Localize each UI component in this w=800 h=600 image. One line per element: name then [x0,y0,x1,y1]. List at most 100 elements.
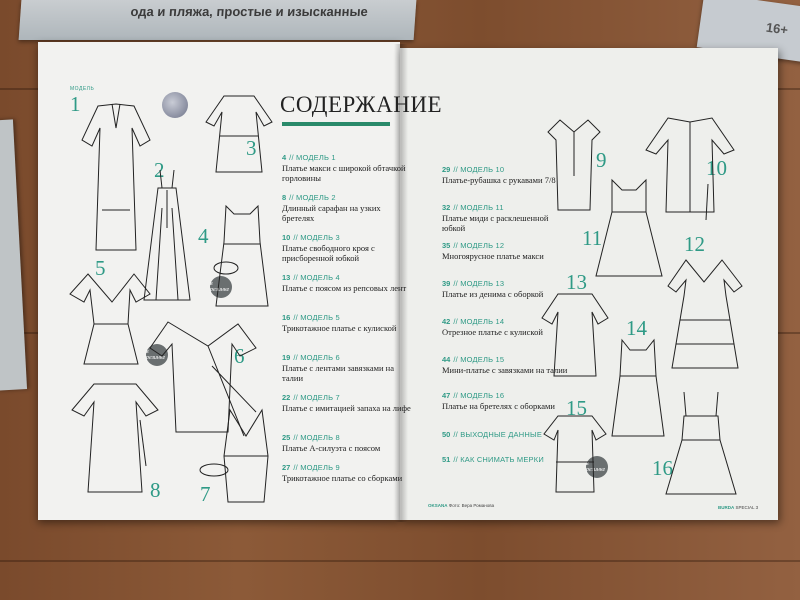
model-tag: МОДЕЛЬ [70,86,95,92]
toc-model-label: // МОДЕЛЬ 5 [293,313,340,322]
dress-sketch-model-16 [665,391,737,495]
toc-page-number: 51 [442,455,451,464]
toc-entry[interactable]: 44// МОДЕЛЬ 15 Мини-платье с завязками н… [442,355,572,375]
model-number: 1 [70,92,81,116]
toc-model-label: // МОДЕЛЬ 2 [289,193,336,202]
footer-brand: BURDA [718,505,735,510]
toc-page-number: 16 [282,313,291,322]
dress-sketch-model-6 [149,321,257,437]
footer-brand: OKSANA [428,503,448,508]
color-swatch-circle [162,92,188,118]
model-number: 16 [652,456,673,480]
toc-page-number: 42 [442,317,451,326]
dress-sketch-model-7 [199,408,269,503]
model-number: 4 [198,224,209,248]
toc-page-number: 39 [442,279,451,288]
toc-model-label: // МОДЕЛЬ 12 [453,241,505,250]
model-number: 10 [706,156,727,180]
toc-page-number: 32 [442,203,451,212]
toc-description: Платье с лентами завязками на талии [282,363,394,383]
dress-sketch-model-14 [611,338,665,437]
toc-description: Трикотажное платье со сборками [282,473,403,483]
toc-description: Платье-рубашка с рукавами 7/8 [442,175,556,185]
toc-entry[interactable]: 16// МОДЕЛЬ 5 Трикотажное платье с кулис… [282,313,412,333]
toc-entry[interactable]: 10// МОДЕЛЬ 3 Платье свободного кроя с п… [282,233,412,263]
model-number: 9 [596,148,607,172]
dress-sketch-model-12 [667,259,743,369]
dress-sketch-model-4 [213,204,269,307]
toc-entry[interactable]: 22// МОДЕЛЬ 7 Платье с имитацией запаха … [282,393,412,413]
toc-model-label: // МОДЕЛЬ 16 [453,391,505,400]
toc-entry[interactable]: 47// МОДЕЛЬ 16 Платье на бретелях с обор… [442,391,572,411]
toc-description: Платье с имитацией запаха на лифе [282,403,411,413]
toc-entry[interactable]: 25// МОДЕЛЬ 8 Платье А-силуэта с поясом [282,433,412,453]
toc-entry[interactable]: 51// КАК СНИМАТЬ МЕРКИ [442,455,572,464]
model-number: 14 [626,316,647,340]
toc-model-label: // МОДЕЛЬ 13 [453,279,505,288]
model-number: 3 [246,136,257,160]
toc-page-number: 47 [442,391,451,400]
model-number: 13 [566,270,587,294]
toc-entry[interactable]: 35// МОДЕЛЬ 12 Многоярусное платье макси [442,241,572,261]
toc-description: Платье из денима с оборкой [442,289,544,299]
model-number: 8 [150,478,161,502]
toc-model-label: // МОДЕЛЬ 1 [289,153,336,162]
toc-model-label: // МОДЕЛЬ 10 [453,165,505,174]
toc-page-number: 4 [282,153,287,162]
background-magazine-top: ода и пляжа, простые и изысканные [18,0,417,40]
toc-model-label: // МОДЕЛЬ 4 [293,273,340,282]
model-number: 6 [234,344,245,368]
toc-model-label: // МОДЕЛЬ 7 [293,393,340,402]
magazine-spine [394,44,408,522]
age-rating-label: 16+ [765,19,790,38]
background-magazine-left [0,119,28,391]
magazine-cover-text: ода и пляжа, простые и изысканные [130,4,369,19]
dress-sketch-model-15 [543,415,607,493]
toc-entry[interactable]: 4// МОДЕЛЬ 1 Платье макси с широкой обта… [282,153,412,183]
toc-description: Длинный сарафан на узких бретелях [282,203,381,223]
toc-description: Платье А-силуэта с поясом [282,443,381,453]
footer-credits: Фото: Вера Романова [448,503,495,508]
right-page [400,48,778,520]
dress-sketch-model-9 [547,119,601,211]
toc-page-number: 13 [282,273,291,282]
left-footer: OKSANA Фото: Вера Романова [428,503,494,508]
footer-page-number: 3 [755,505,759,510]
toc-description: Многоярусное платье макси [442,251,544,261]
toc-description: Платье на бретелях с оборками [442,401,555,411]
dress-sketch-model-2 [143,169,191,301]
toc-description: Мини-платье с завязками на талии [442,365,568,375]
toc-entry[interactable]: 19// МОДЕЛЬ 6 Платье с лентами завязками… [282,353,412,383]
toc-description: Трикотажное платье с кулиской [282,323,397,333]
model-number: 11 [582,226,603,250]
toc-entry[interactable]: 42// МОДЕЛЬ 14 Отрезное платье с кулиско… [442,317,572,337]
dress-sketch-model-1 [81,103,151,251]
right-footer: BURDA SPECIAL 3 [718,505,758,510]
toc-description: Отрезное платье с кулиской [442,327,543,337]
toc-entry[interactable]: 13// МОДЕЛЬ 4 Платье с поясом из репсовы… [282,273,412,293]
title-underline [282,122,390,126]
toc-entry[interactable]: 32// МОДЕЛЬ 11 Платье миди с расклешенно… [442,203,572,233]
page-title: СОДЕРЖАНИЕ [280,92,443,117]
dress-sketch-model-13 [541,293,609,377]
toc-page-number: 8 [282,193,287,202]
dress-sketch-model-8 [71,383,159,493]
toc-entry[interactable]: 50// ВЫХОДНЫЕ ДАННЫЕ [442,430,572,439]
toc-model-label: // МОДЕЛЬ 15 [453,355,505,364]
dress-sketch-model-10 [645,117,735,221]
toc-page-number: 35 [442,241,451,250]
toc-entry[interactable]: 27// МОДЕЛЬ 9 Трикотажное платье со сбор… [282,463,412,483]
model-number: 7 [200,482,211,506]
toc-model-label: // МОДЕЛЬ 11 [453,203,504,212]
model-number: 15 [566,396,587,420]
dress-sketch-model-5 [69,273,151,365]
toc-model-label: // МОДЕЛЬ 9 [293,463,340,472]
dress-sketch-model-11 [595,178,663,277]
toc-entry[interactable]: 8// МОДЕЛЬ 2 Длинный сарафан на узких бр… [282,193,412,223]
toc-page-number: 19 [282,353,291,362]
toc-entry[interactable]: 39// МОДЕЛЬ 13 Платье из денима с оборко… [442,279,572,299]
toc-description: Платье миди с расклешенной юбкой [442,213,549,233]
toc-page-number: 25 [282,433,291,442]
toc-model-label: // МОДЕЛЬ 14 [453,317,505,326]
toc-entry[interactable]: 29// МОДЕЛЬ 10 Платье-рубашка с рукавами… [442,165,572,185]
